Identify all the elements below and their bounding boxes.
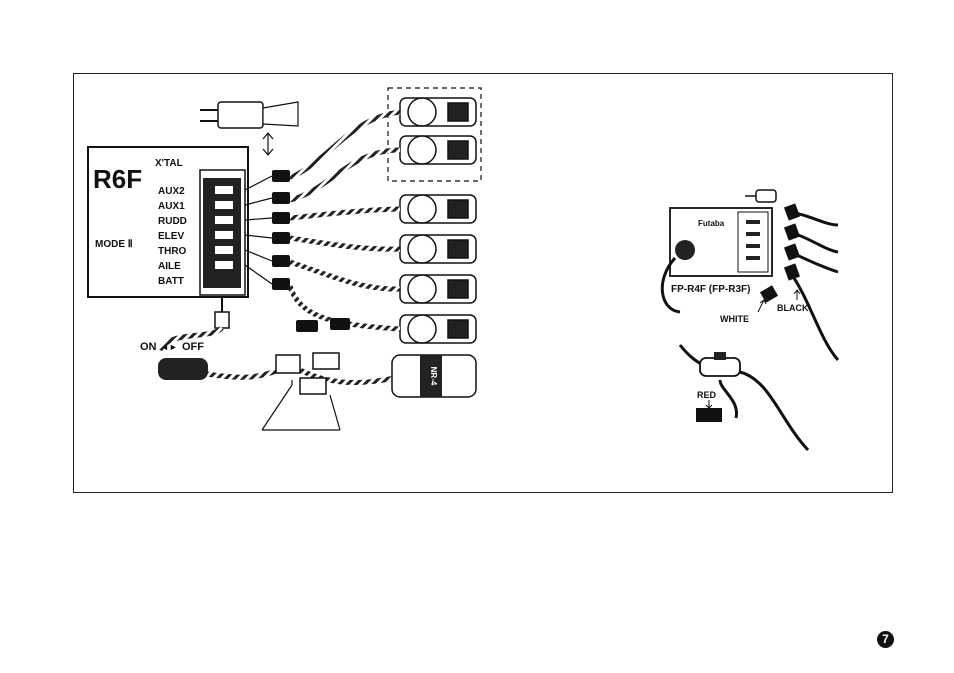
channel-label-aux1: AUX1 (158, 201, 185, 212)
servo-icons (399, 97, 477, 344)
wire-label-white: WHITE (720, 314, 749, 324)
servo-icon (399, 135, 477, 165)
channel-label-thro: THRO (158, 246, 187, 257)
receiver-model-label: FP-R4F (FP-R3F) (671, 284, 750, 295)
crystal-icon (200, 101, 299, 156)
switch-arrow-glyph: ◄► (160, 342, 178, 352)
channel-label-elev: ELEV (158, 231, 184, 242)
plug-connectors (244, 170, 350, 332)
channel-label-batt: BATT (158, 276, 184, 287)
battery-pack: NR-4 (391, 354, 477, 398)
wire-label-black: BLACK (777, 303, 809, 313)
figure-frame (73, 73, 893, 493)
right-plug-connectors (696, 203, 801, 422)
servo-leads (287, 109, 401, 332)
crystal-label: X'TAL (155, 158, 183, 169)
receiver-brand-label: Futaba (698, 219, 725, 228)
channel-label-rudd: RUDD (158, 216, 187, 227)
wire-label-red: RED (697, 390, 717, 400)
servo-icon (399, 234, 477, 264)
channel-label-aile: AILE (158, 261, 181, 272)
servo-icon (399, 314, 477, 344)
switch-on-label: ON (140, 341, 157, 353)
connector-bracket (261, 380, 341, 431)
switch-icon (699, 352, 741, 377)
servo-icon (399, 194, 477, 224)
label-arrows (705, 289, 801, 409)
switch-off-label: OFF (182, 341, 204, 353)
receiver-r6f: R6F X'TAL MODE Ⅱ AUX2 AUX1 RUDD ELEV THR… (87, 146, 249, 298)
servo-icon (399, 274, 477, 304)
channel-label-aux2: AUX2 (158, 186, 185, 197)
battery-label: NR-4 (429, 367, 438, 386)
receiver-fp-r4f: Futaba (669, 207, 773, 277)
switch-harness (157, 298, 396, 395)
mode-label: MODE Ⅱ (95, 239, 133, 250)
switch-icon (158, 358, 208, 380)
dashed-servo-group (387, 87, 482, 182)
crystal-icon (745, 189, 777, 203)
page-number-badge: 7 (877, 631, 894, 648)
receiver-model-label: R6F (93, 164, 142, 194)
servo-icon (399, 97, 477, 127)
